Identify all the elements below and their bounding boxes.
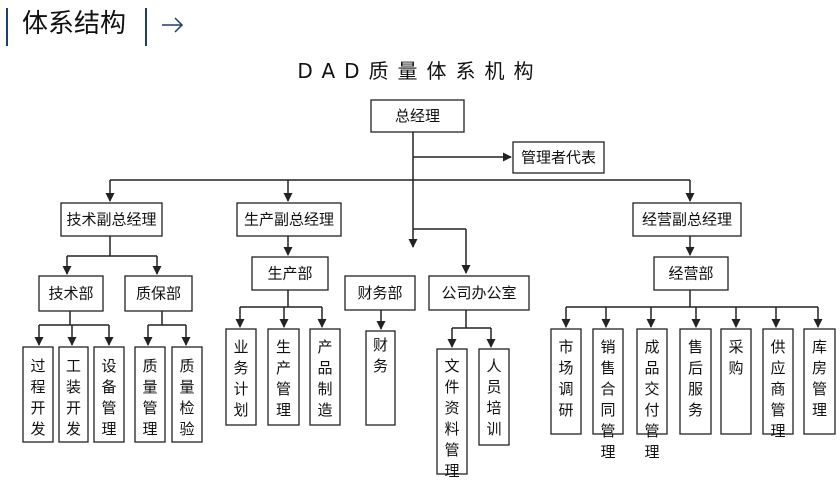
node-tool-dev: [58, 346, 89, 443]
node-label-sales-contract: 销售合同管理: [600, 338, 615, 461]
node-label-after-sales: 售后服务: [688, 338, 703, 419]
node-purchasing: [720, 328, 752, 435]
node-label-tool-dev: 工装开发: [66, 357, 81, 438]
node-proc-dev: [22, 346, 54, 443]
node-label-quality-insp: 质量检验: [179, 357, 194, 438]
node-finance: [365, 330, 396, 426]
node-product-mfg: [309, 328, 341, 426]
node-qa-dept: 质保部: [124, 275, 193, 312]
node-label-prod-dept: 生产部: [267, 265, 312, 283]
node-biz-plan: [225, 328, 257, 426]
node-label-prod-vgm: 生产副总经理: [244, 211, 334, 229]
node-label-product-mfg: 产品制造: [317, 338, 332, 419]
node-after-sales: [679, 328, 712, 435]
node-hr-training: [478, 348, 510, 446]
right-arrow-icon: [162, 17, 184, 33]
node-tech-vgm: 技术副总经理: [60, 202, 163, 237]
node-equip-mgmt: [93, 346, 125, 443]
node-label-finance-dept: 财务部: [357, 284, 402, 302]
node-quality-mgmt: [134, 346, 166, 443]
node-supplier-mgmt: [762, 328, 794, 435]
node-label-hr-training: 人员培训: [486, 357, 501, 438]
node-biz-dept: 经营部: [653, 256, 729, 291]
node-delivery-mgmt: [636, 328, 668, 435]
connector-lines: [34, 132, 823, 348]
node-sales-contract: [592, 328, 624, 435]
node-prod-vgm: 生产副总经理: [236, 202, 342, 237]
node-label-qa-dept: 质保部: [136, 285, 181, 303]
node-label-office: 公司办公室: [441, 284, 516, 302]
node-management-rep: 管理者代表: [512, 141, 605, 174]
node-quality-insp: [171, 346, 203, 443]
node-label-doc-mgmt: 文件资料管理: [444, 357, 459, 480]
node-office: 公司办公室: [428, 275, 530, 311]
node-label-warehouse-mgmt: 库房管理: [812, 338, 827, 419]
chart-title: DAD质量体系机构: [297, 59, 543, 83]
node-label-finance: 财务: [373, 336, 388, 375]
node-label-tech-vgm: 技术副总经理: [66, 211, 156, 229]
title-bar-right: [145, 8, 147, 46]
node-biz-vgm: 经营副总经理: [632, 202, 742, 237]
node-market-research: [550, 328, 582, 435]
node-label-market-research: 市场调研: [558, 338, 573, 419]
node-label-delivery-mgmt: 成品交付管理: [644, 338, 659, 461]
node-label-biz-vgm: 经营副总经理: [642, 211, 732, 229]
node-label-biz-plan: 业务计划: [233, 338, 248, 419]
node-label-tech-dept: 技术部: [48, 285, 93, 303]
node-label-biz-dept: 经营部: [668, 265, 713, 283]
node-prod-dept: 生产部: [251, 256, 329, 291]
node-label-management-rep: 管理者代表: [521, 149, 596, 167]
node-label-purchasing: 采购: [728, 338, 743, 377]
page-header: 体系结构: [0, 0, 840, 50]
node-warehouse-mgmt: [803, 328, 836, 435]
node-prod-mgmt: [267, 328, 300, 426]
node-label-proc-dev: 过程开发: [30, 357, 45, 438]
title-bar-left: [6, 8, 8, 46]
node-label-supplier-mgmt: 供应商管理: [770, 338, 785, 440]
node-doc-mgmt: [436, 348, 468, 475]
node-label-gm: 总经理: [395, 107, 440, 125]
node-label-prod-mgmt: 生产管理: [276, 338, 291, 419]
node-gm: 总经理: [370, 99, 465, 133]
node-tech-dept: 技术部: [38, 275, 104, 312]
node-label-quality-mgmt: 质量管理: [142, 357, 157, 438]
page-title: 体系结构: [22, 9, 127, 39]
node-finance-dept: 财务部: [344, 275, 416, 311]
node-label-equip-mgmt: 设备管理: [101, 357, 116, 438]
